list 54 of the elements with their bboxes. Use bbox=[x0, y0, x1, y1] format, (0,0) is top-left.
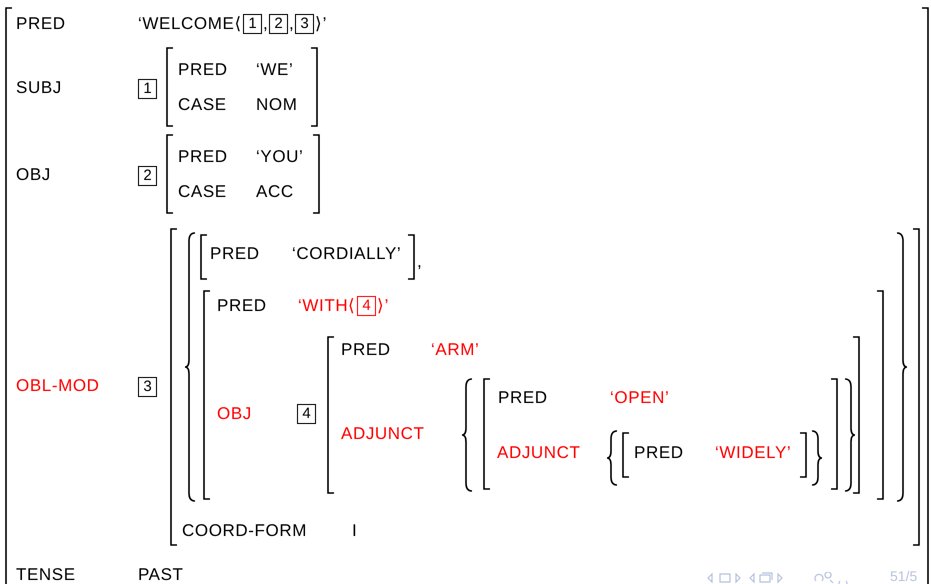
attribute-value-matrix bbox=[170, 228, 920, 546]
feature-name: COORD-FORM bbox=[182, 520, 307, 542]
index-tag: 2 bbox=[138, 166, 157, 186]
attribute-value-matrix bbox=[166, 134, 320, 214]
feature-name: PRED bbox=[178, 146, 228, 168]
feature-name: ADJUNCT bbox=[497, 442, 581, 464]
feature-name: PRED bbox=[178, 59, 228, 81]
feature-value: ‘WITH⟨ bbox=[298, 295, 356, 317]
feature-name: OBJ bbox=[16, 164, 51, 186]
attribute-value-matrix bbox=[166, 47, 318, 127]
feature-name: PRED bbox=[16, 13, 66, 35]
feature-value: ‘ARM’ bbox=[431, 339, 480, 361]
feature-value: ‘YOU’ bbox=[256, 146, 304, 168]
attribute-value-matrix bbox=[5, 7, 929, 584]
separator: ⟩’ bbox=[315, 13, 327, 35]
feature-value: NOM bbox=[256, 94, 298, 116]
separator: , bbox=[417, 251, 422, 273]
feature-name: OBJ bbox=[217, 403, 252, 425]
feature-name: CASE bbox=[178, 181, 227, 203]
feature-name: SUBJ bbox=[16, 77, 62, 99]
feature-name: PRED bbox=[498, 387, 548, 409]
page-number: 51/5 bbox=[890, 568, 918, 584]
set-brace bbox=[607, 430, 822, 486]
index-tag: 1 bbox=[243, 14, 262, 34]
separator: ⟩’ bbox=[377, 295, 389, 317]
feature-name: OBL-MOD bbox=[16, 375, 100, 397]
feature-name: PRED bbox=[210, 243, 260, 265]
index-tag: 4 bbox=[297, 404, 316, 424]
feature-value: PAST bbox=[138, 564, 184, 584]
separator: , bbox=[289, 13, 294, 35]
feature-value: ‘CORDIALLY’ bbox=[292, 243, 402, 265]
index-tag: 1 bbox=[138, 79, 157, 99]
feature-value: I bbox=[352, 520, 358, 542]
index-tag: 3 bbox=[138, 377, 157, 397]
feature-name: PRED bbox=[217, 295, 267, 317]
attribute-value-matrix bbox=[200, 234, 415, 280]
index-tag: 4 bbox=[357, 296, 376, 316]
feature-value: ‘WE’ bbox=[256, 59, 294, 81]
index-tag: 3 bbox=[295, 14, 314, 34]
feature-value: ‘WIDELY’ bbox=[715, 442, 792, 464]
feature-name: TENSE bbox=[16, 564, 76, 584]
attribute-value-matrix bbox=[622, 432, 807, 478]
feature-value: ACC bbox=[256, 181, 294, 203]
feature-name: PRED bbox=[634, 442, 684, 464]
set-brace bbox=[185, 232, 907, 502]
attribute-value-matrix bbox=[203, 290, 884, 500]
feature-name: CASE bbox=[178, 94, 227, 116]
feature-name: ADJUNCT bbox=[341, 423, 425, 445]
attribute-value-matrix bbox=[327, 336, 860, 494]
feature-value: ‘WELCOME⟨ bbox=[138, 13, 242, 35]
index-tag: 2 bbox=[269, 14, 288, 34]
separator: , bbox=[263, 13, 268, 35]
feature-value: ‘OPEN’ bbox=[610, 387, 670, 409]
feature-name: PRED bbox=[341, 339, 391, 361]
